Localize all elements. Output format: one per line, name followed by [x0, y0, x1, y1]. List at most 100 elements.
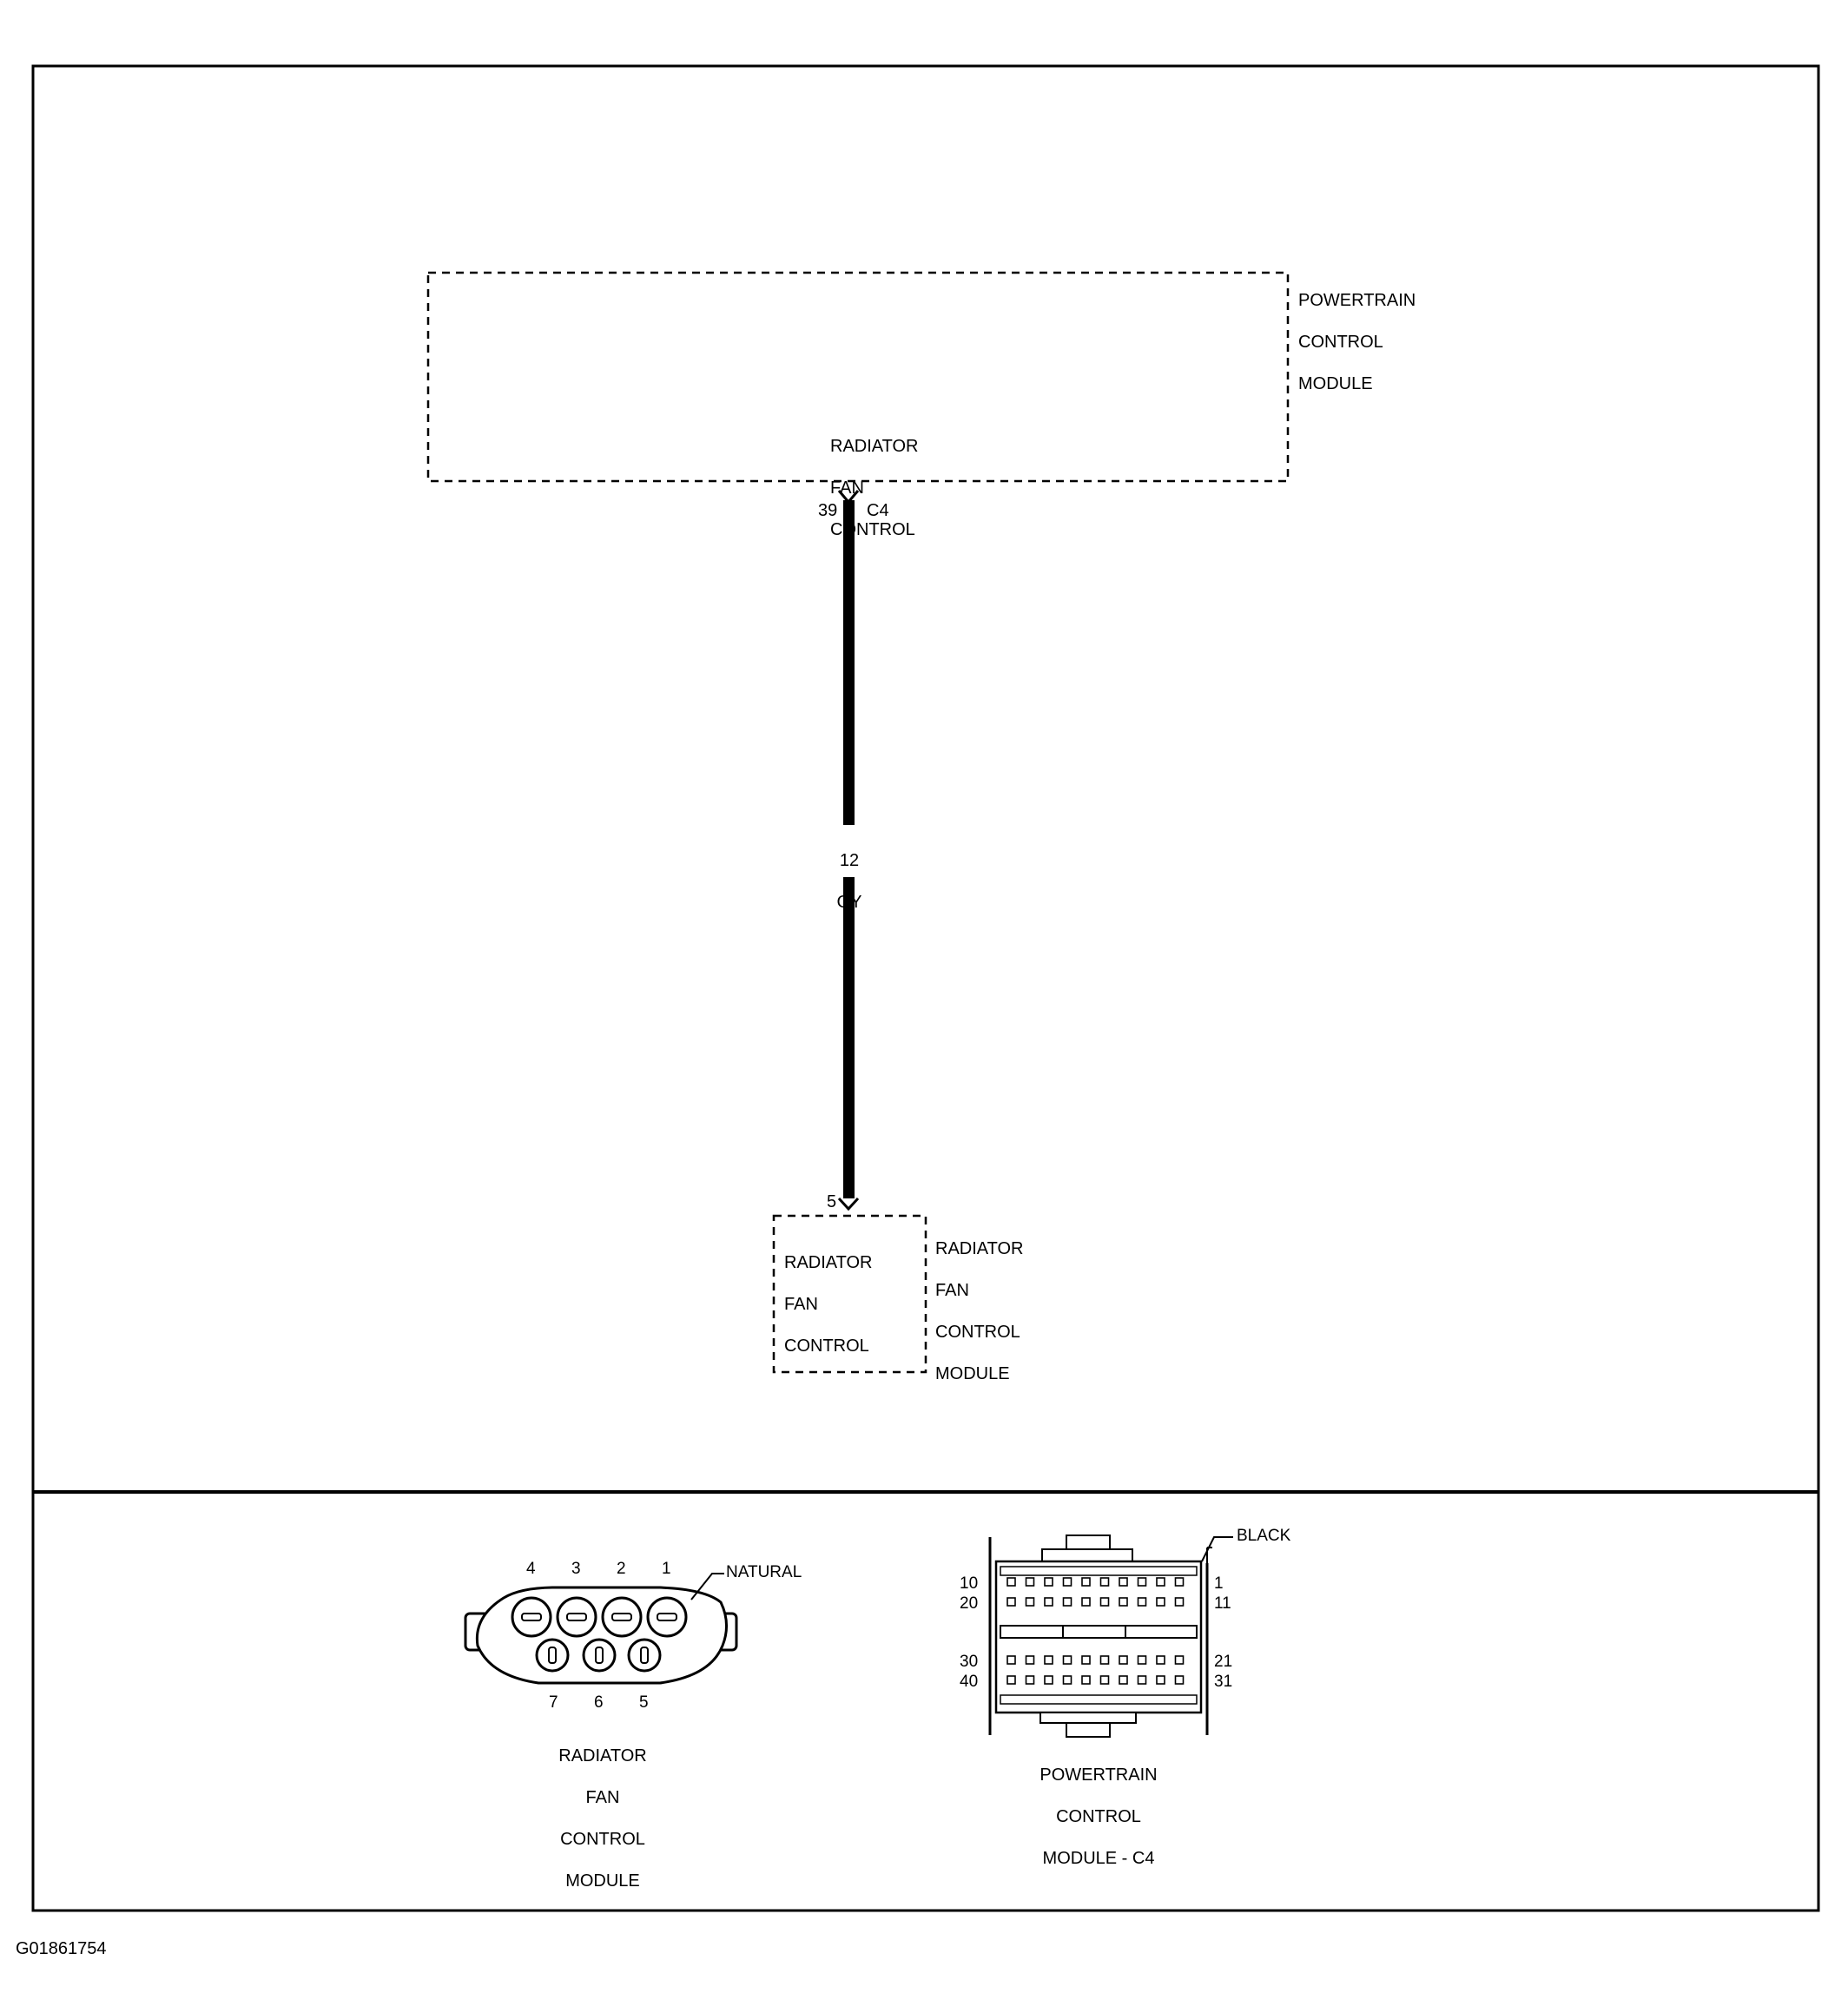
- wire-color: GY: [836, 893, 862, 912]
- rfcm-name-line: CONTROL: [935, 1323, 1020, 1342]
- pcm-c4-row-label-left-3: 30: [960, 1653, 979, 1671]
- rfcm-terminal-chevron: [837, 1197, 860, 1211]
- pcm-c4-row-label-left-2: 20: [960, 1594, 979, 1613]
- pcm-c4-cavity: [1119, 1655, 1128, 1665]
- pcm-c4-cavity-grid: [1006, 1577, 1185, 1685]
- figure-id: G01861754: [16, 1939, 107, 1958]
- pcm-pin-number: 39: [818, 501, 838, 520]
- pcm-c4-cavity: [1081, 1655, 1091, 1665]
- diagram-frame: [31, 64, 1820, 1912]
- rfcm-top-pin-1: 1: [662, 1560, 671, 1578]
- rfcm-function-line: RADIATOR: [784, 1253, 873, 1272]
- rfcm-top-pin-2: 2: [617, 1560, 626, 1578]
- pcm-c4-cavity: [1044, 1675, 1053, 1685]
- pcm-c4-cavity: [1062, 1577, 1072, 1587]
- pcm-name-line: CONTROL: [1298, 333, 1383, 352]
- rfcm-name-line: MODULE: [935, 1364, 1010, 1383]
- pcm-c4-cavity: [1044, 1597, 1053, 1607]
- pcm-c4-cavity: [1174, 1655, 1185, 1665]
- pcm-c4-connector-caption: POWERTRAIN CONTROL MODULE - C4: [1003, 1744, 1194, 1890]
- pcm-module-box: [426, 271, 1290, 483]
- pcm-c4-cavity: [1006, 1577, 1016, 1587]
- pcm-c4-cavity: [1062, 1597, 1072, 1607]
- pcm-c4-cavity: [1025, 1655, 1035, 1665]
- pcm-c4-connector-view: [988, 1534, 1233, 1738]
- wire-spec-label: 12 GY: [825, 829, 874, 934]
- pcm-function-line: CONTROL: [830, 520, 915, 539]
- rfcm-caption-line: RADIATOR: [558, 1746, 647, 1766]
- rfcm-connector-view: [464, 1573, 738, 1685]
- pcm-c4-cavity: [1099, 1655, 1110, 1665]
- pcm-c4-cavity: [1174, 1597, 1185, 1607]
- pcm-module-name: POWERTRAIN CONTROL MODULE: [1298, 269, 1416, 415]
- rfcm-caption-line: MODULE: [565, 1871, 640, 1891]
- pcm-c4-cavity: [1006, 1597, 1016, 1607]
- rfcm-name-line: RADIATOR: [935, 1239, 1024, 1258]
- wire-gauge: 12: [839, 851, 860, 870]
- pcm-c4-cavity: [1081, 1675, 1091, 1685]
- pcm-function-line: FAN: [830, 478, 864, 498]
- pcm-c4-cavity: [1081, 1597, 1091, 1607]
- pcm-c4-cavity: [1044, 1577, 1053, 1587]
- pcm-c4-row-label-right-2: 11: [1214, 1594, 1231, 1613]
- rfcm-top-pin-3: 3: [571, 1560, 581, 1578]
- pcm-c4-cavity: [1006, 1655, 1016, 1665]
- pcm-c4-caption-line: MODULE - C4: [1042, 1849, 1155, 1868]
- pcm-connector-id: C4: [867, 501, 889, 520]
- pcm-c4-caption-line: CONTROL: [1056, 1807, 1141, 1826]
- pcm-c4-row-label-left-1: 10: [960, 1574, 979, 1593]
- rfcm-bottom-pin-6: 6: [594, 1693, 604, 1712]
- rfcm-module-name: RADIATOR FAN CONTROL MODULE: [935, 1218, 1024, 1405]
- pcm-c4-cavity: [1174, 1675, 1185, 1685]
- pcm-c4-cavity: [1174, 1577, 1185, 1587]
- pcm-c4-cavity: [1137, 1675, 1147, 1685]
- pcm-c4-row-label-right-4: 31: [1214, 1673, 1233, 1691]
- rfcm-top-cavities: [511, 1596, 688, 1638]
- pcm-name-line: MODULE: [1298, 374, 1373, 393]
- rfcm-module-box: [772, 1214, 927, 1374]
- pcm-name-line: POWERTRAIN: [1298, 291, 1416, 310]
- rfcm-function-line: FAN: [784, 1295, 818, 1314]
- wire-segment-lower: [843, 877, 855, 1198]
- pcm-c4-caption-line: POWERTRAIN: [1040, 1766, 1158, 1785]
- natural-leader-line: [690, 1573, 724, 1600]
- pcm-c4-cavity: [1044, 1655, 1053, 1665]
- pcm-c4-cavity: [1119, 1597, 1128, 1607]
- pcm-c4-cavity: [1119, 1577, 1128, 1587]
- rfcm-bottom-pin-5: 5: [639, 1693, 649, 1712]
- pcm-c4-cavity: [1081, 1577, 1091, 1587]
- pcm-c4-cavity: [1099, 1675, 1110, 1685]
- pcm-c4-cavity: [1062, 1655, 1072, 1665]
- rfcm-bottom-cavities: [535, 1638, 662, 1673]
- pcm-c4-cavity: [1025, 1577, 1035, 1587]
- pcm-function-line: RADIATOR: [830, 437, 919, 456]
- pcm-c4-row-label-left-4: 40: [960, 1673, 979, 1691]
- rfcm-name-line: FAN: [935, 1281, 969, 1300]
- rfcm-connector-color: NATURAL: [726, 1563, 802, 1581]
- rfcm-bottom-pin-7: 7: [549, 1693, 558, 1712]
- pcm-c4-cavity: [1099, 1597, 1110, 1607]
- pcm-c4-row-label-right-1: 1: [1214, 1574, 1224, 1593]
- pcm-c4-cavity: [1025, 1675, 1035, 1685]
- pcm-c4-cavity: [1137, 1655, 1147, 1665]
- pcm-c4-cavity: [1156, 1675, 1165, 1685]
- pcm-c4-cavity: [1062, 1675, 1072, 1685]
- rfcm-top-pin-4: 4: [526, 1560, 536, 1578]
- black-leader-line: [1201, 1536, 1233, 1562]
- rfcm-function-line: CONTROL: [784, 1336, 869, 1356]
- pcm-function-label: RADIATOR FAN CONTROL: [830, 415, 919, 561]
- pcm-c4-cavity: [1099, 1577, 1110, 1587]
- pcm-c4-cavity: [1119, 1675, 1128, 1685]
- rfcm-pin-number: 5: [827, 1192, 837, 1211]
- rfcm-caption-line: CONTROL: [560, 1830, 645, 1849]
- rfcm-connector-caption: RADIATOR FAN CONTROL MODULE: [516, 1725, 690, 1912]
- pcm-c4-cavity: [1137, 1597, 1147, 1607]
- pcm-c4-cavity: [1156, 1577, 1165, 1587]
- wire-segment-upper: [843, 500, 855, 825]
- rfcm-caption-line: FAN: [585, 1788, 620, 1807]
- pcm-c4-row-label-right-3: 21: [1214, 1653, 1233, 1671]
- pcm-c4-connector-color: BLACK: [1237, 1527, 1291, 1545]
- pcm-c4-cavity: [1156, 1655, 1165, 1665]
- pcm-c4-cavity: [1006, 1675, 1016, 1685]
